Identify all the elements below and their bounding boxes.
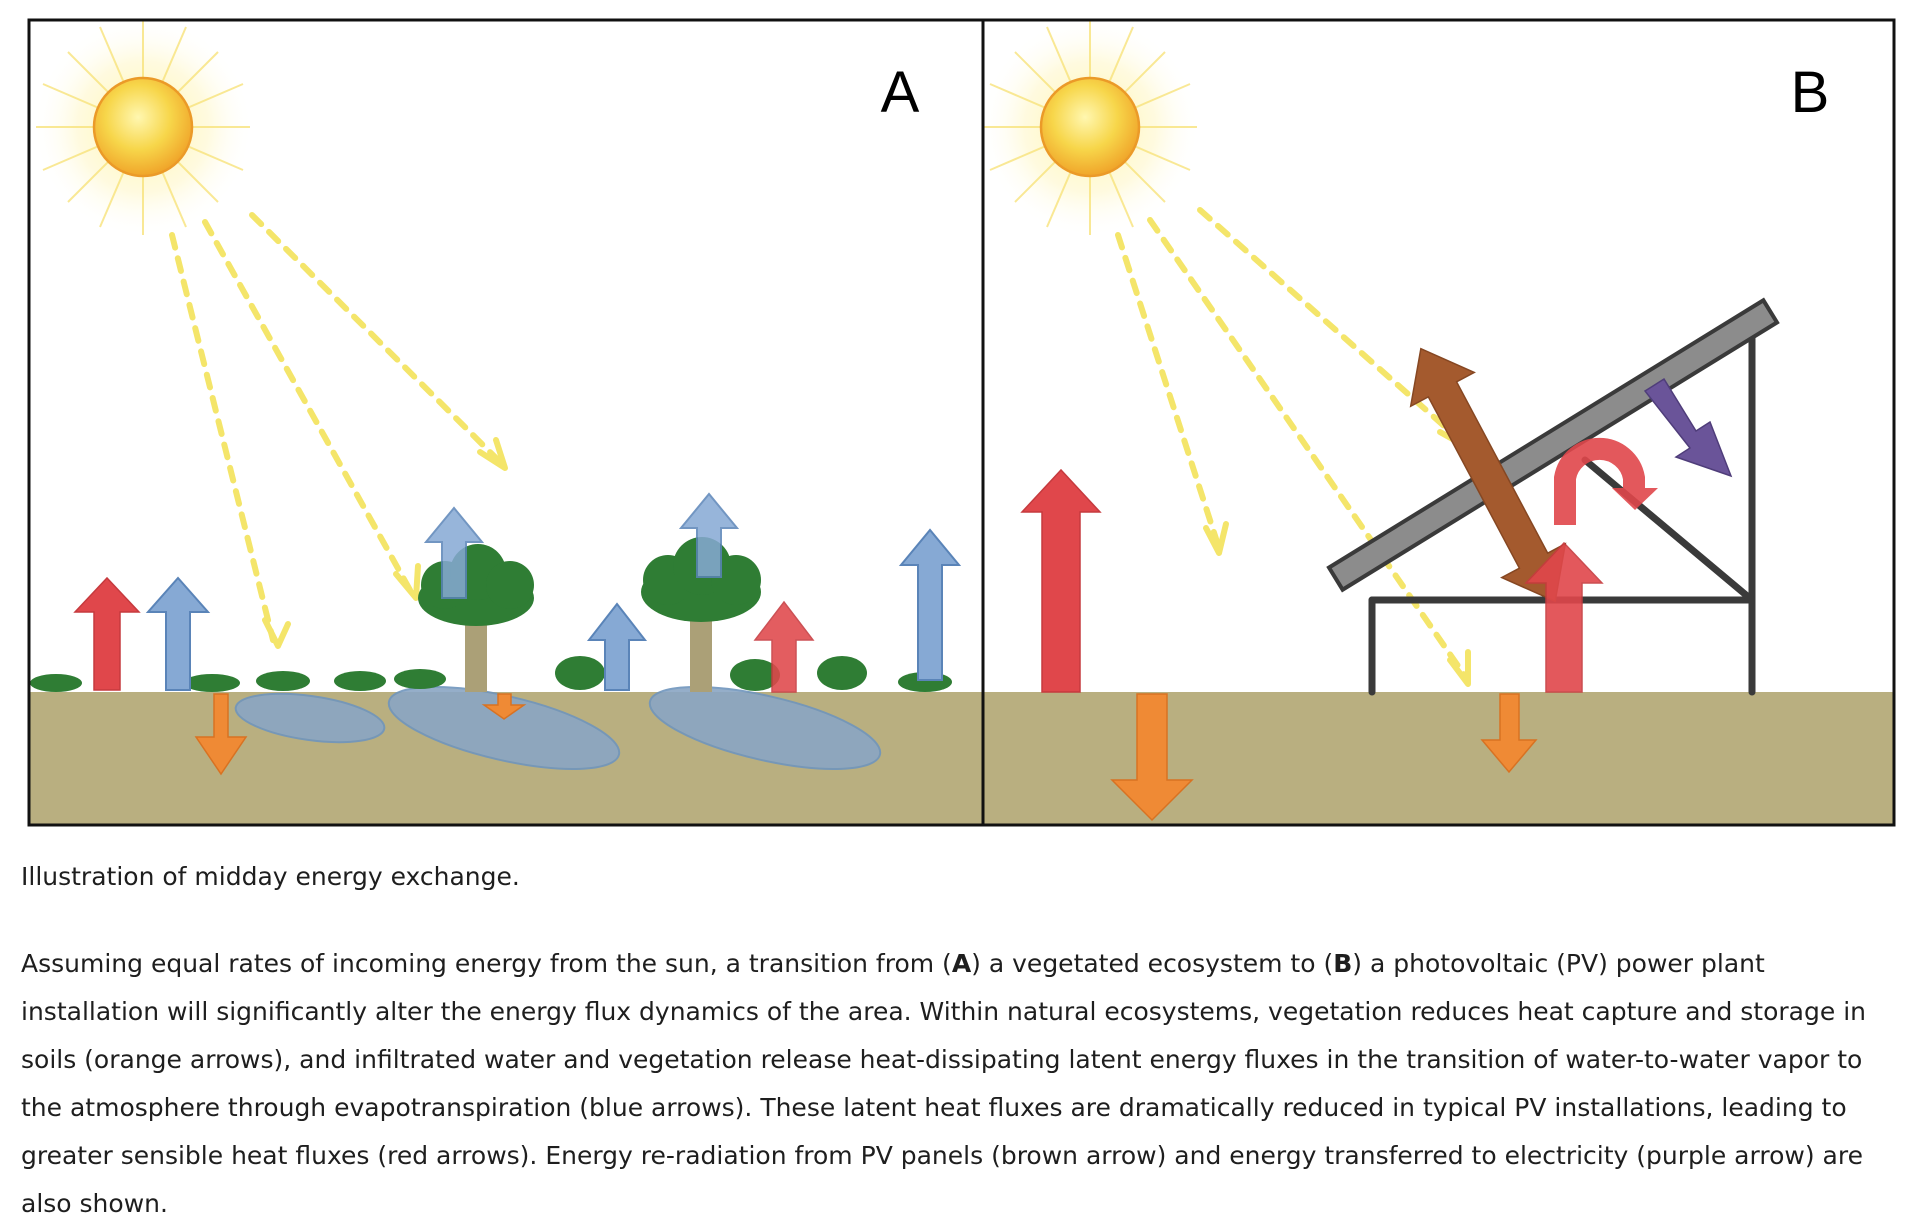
figure-description: Assuming equal rates of incoming energy … bbox=[21, 940, 1901, 1228]
latent-heat-arrow bbox=[423, 506, 485, 599]
sunlight-arrowhead bbox=[393, 563, 421, 601]
sensible-heat-arrow bbox=[1020, 468, 1102, 693]
latent-heat-arrow bbox=[678, 492, 740, 578]
soil-heat-arrow bbox=[1480, 693, 1538, 774]
soil-heat-arrow bbox=[194, 693, 248, 776]
description-panel-b-ref: B bbox=[1333, 949, 1353, 978]
water-pool bbox=[234, 692, 386, 744]
soil-heat-arrow bbox=[1110, 693, 1194, 822]
sunlight-arrowhead bbox=[1447, 649, 1471, 687]
pv-panel bbox=[1326, 297, 1780, 593]
reradiation-arrow bbox=[1409, 347, 1567, 603]
description-text: ) a photovoltaic (PV) power plant instal… bbox=[21, 949, 1866, 1218]
description-text: ) a vegetated ecosystem to ( bbox=[971, 949, 1334, 978]
electricity-arrow bbox=[1643, 377, 1733, 478]
soil-heat-arrow bbox=[481, 693, 527, 720]
sun-icon bbox=[33, 17, 253, 237]
description-panel-a-ref: A bbox=[951, 949, 972, 978]
description-text: Assuming equal rates of incoming energy … bbox=[21, 949, 952, 978]
sunlight-arrowhead bbox=[262, 617, 291, 649]
panel-b-soil bbox=[983, 692, 1894, 825]
latent-heat-arrow bbox=[145, 576, 211, 691]
shrubs bbox=[30, 656, 952, 692]
sunlight-rays bbox=[169, 212, 503, 643]
panel-a-label: A bbox=[881, 60, 920, 125]
figure-caption: Illustration of midday energy exchange. bbox=[21, 862, 520, 891]
sunlight-arrowhead bbox=[1203, 521, 1229, 556]
sensible-heat-arrow bbox=[1524, 541, 1604, 693]
sunlight-arrowhead bbox=[477, 437, 508, 471]
tree-canopy bbox=[641, 537, 761, 622]
water-pool bbox=[648, 686, 882, 770]
sensible-heat-arrow bbox=[73, 576, 141, 691]
figure-border bbox=[27, 18, 1896, 827]
latent-heat-arrow bbox=[586, 602, 648, 691]
sensible-heat-curl-arrow bbox=[1554, 437, 1658, 525]
latent-heat-arrow bbox=[898, 528, 962, 681]
panel-a: A bbox=[29, 17, 983, 825]
energy-exchange-figure: A bbox=[27, 17, 1896, 827]
panel-b-label: B bbox=[1791, 60, 1830, 125]
sensible-heat-arrow bbox=[753, 600, 815, 693]
panel-b: B bbox=[980, 17, 1894, 825]
sun-icon bbox=[980, 17, 1200, 237]
